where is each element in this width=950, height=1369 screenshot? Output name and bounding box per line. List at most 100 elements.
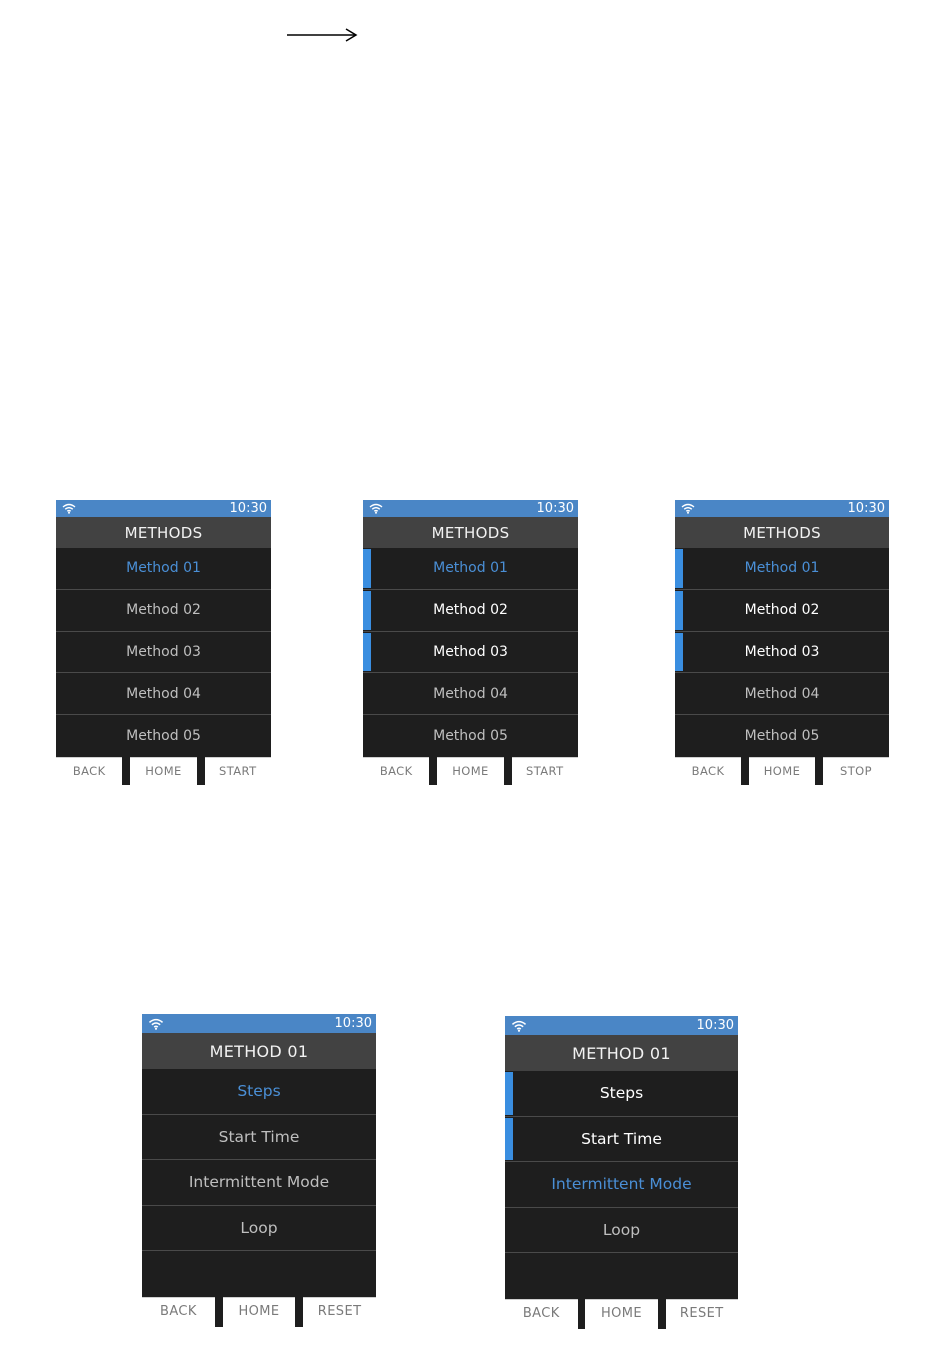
softkey-divider [429, 756, 438, 785]
softkey-divider [577, 1298, 586, 1329]
method-list: Method 01 Method 02 Method 03 Method 04 … [56, 548, 271, 757]
softkey-bar: BACK HOME STOP [675, 756, 890, 785]
selection-marker [505, 1117, 513, 1161]
screen-title: METHODS [675, 517, 889, 548]
list-item-label: Method 02 [744, 602, 820, 619]
list-item-label: Intermittent Mode [551, 1175, 692, 1194]
softkey-divider [503, 756, 512, 785]
list-item-method-03[interactable]: Method 03 [56, 632, 271, 674]
selection-marker [675, 632, 683, 672]
device-screen-method-01-b: 10:30 METHOD 01 Steps Start Time Intermi… [505, 1016, 739, 1329]
selection-marker [505, 1072, 513, 1115]
list-item-label: Method 02 [433, 602, 508, 619]
list-item-intermittent-mode[interactable]: Intermittent Mode [142, 1160, 376, 1206]
list-item-label: Steps [237, 1082, 281, 1101]
list-item-label: Method 03 [126, 643, 201, 660]
list-item-method-02[interactable]: Method 02 [363, 590, 578, 632]
device-screen-methods-3: 10:30 METHODS Method 01 Method 02 Method… [675, 500, 890, 785]
softkey-divider [295, 1296, 304, 1327]
clock: 10:30 [536, 501, 574, 516]
list-item-steps[interactable]: Steps [505, 1071, 738, 1117]
list-item-label: Start Time [581, 1129, 662, 1148]
wifi-icon [148, 1018, 164, 1030]
list-item-loop[interactable]: Loop [142, 1206, 376, 1252]
list-item-loop[interactable]: Loop [505, 1208, 738, 1254]
list-item-method-03[interactable]: Method 03 [363, 632, 578, 674]
option-list: Steps Start Time Intermittent Mode Loop [505, 1071, 738, 1299]
list-item-method-02[interactable]: Method 02 [56, 590, 271, 632]
list-item-method-05[interactable]: Method 05 [675, 715, 889, 757]
list-item-method-01[interactable]: Method 01 [363, 548, 578, 590]
back-button[interactable]: BACK [142, 1296, 215, 1327]
list-item-method-01[interactable]: Method 01 [56, 548, 271, 590]
list-item-method-05[interactable]: Method 05 [363, 715, 578, 757]
softkey-divider [657, 1298, 666, 1329]
back-button[interactable]: BACK [56, 756, 123, 785]
list-item-method-05[interactable]: Method 05 [56, 715, 271, 757]
softkey-divider [196, 756, 205, 785]
list-item-method-04[interactable]: Method 04 [56, 673, 271, 716]
list-item-method-01[interactable]: Method 01 [675, 548, 889, 590]
list-item-steps[interactable]: Steps [142, 1069, 376, 1115]
list-item-label: Intermittent Mode [188, 1173, 330, 1192]
list-item-method-04[interactable]: Method 04 [675, 673, 889, 716]
device-screen-method-01-a: 10:30 METHOD 01 Steps Start Time Intermi… [142, 1014, 377, 1327]
device-screen-methods-1: 10:30 METHODS Method 01 Method 02 Method… [56, 500, 271, 785]
status-bar: 10:30 [363, 500, 578, 517]
list-item-method-04[interactable]: Method 04 [363, 673, 578, 716]
list-item-label: Method 03 [744, 643, 820, 660]
method-list: Method 01 Method 02 Method 03 Method 04 … [363, 548, 578, 757]
list-item-label: Method 05 [744, 728, 820, 745]
status-bar: 10:30 [56, 500, 271, 517]
softkey-bar: BACK HOME RESET [505, 1298, 739, 1329]
list-item-label: Loop [240, 1219, 278, 1238]
list-item-label: Method 01 [744, 560, 820, 577]
screen-title: METHODS [363, 517, 578, 548]
back-button[interactable]: BACK [505, 1298, 578, 1329]
softkey-divider [741, 756, 749, 785]
status-bar: 10:30 [142, 1014, 376, 1033]
start-button[interactable]: START [511, 756, 578, 785]
list-item-intermittent-mode[interactable]: Intermittent Mode [505, 1162, 738, 1208]
home-button[interactable]: HOME [748, 756, 816, 785]
list-item-method-03[interactable]: Method 03 [675, 632, 889, 674]
back-button[interactable]: BACK [363, 756, 430, 785]
list-item-label: Loop [602, 1221, 641, 1240]
stop-button[interactable]: STOP [822, 756, 890, 785]
back-button[interactable]: BACK [675, 756, 742, 785]
list-item-start-time[interactable]: Start Time [142, 1115, 376, 1161]
list-item-label: Method 04 [744, 685, 820, 702]
selection-marker [363, 632, 371, 672]
clock: 10:30 [334, 1016, 372, 1031]
selection-marker [363, 590, 371, 630]
softkey-divider [815, 756, 823, 785]
list-item-label: Method 01 [433, 560, 508, 577]
reset-button[interactable]: RESET [303, 1296, 377, 1327]
home-button[interactable]: HOME [222, 1296, 296, 1327]
selection-marker [675, 549, 683, 588]
list-item-empty [505, 1253, 738, 1299]
wifi-icon [511, 1020, 527, 1032]
clock: 10:30 [696, 1018, 734, 1033]
softkey-bar: BACK HOME START [363, 756, 578, 785]
clock: 10:30 [847, 501, 885, 516]
list-item-label: Method 05 [126, 728, 201, 745]
home-button[interactable]: HOME [585, 1298, 658, 1329]
clock: 10:30 [229, 501, 267, 516]
home-button[interactable]: HOME [130, 756, 197, 785]
list-item-label: Method 04 [433, 685, 508, 702]
list-item-label: Method 02 [126, 602, 201, 619]
list-item-start-time[interactable]: Start Time [505, 1117, 738, 1163]
start-button[interactable]: START [204, 756, 271, 785]
reset-button[interactable]: RESET [665, 1298, 739, 1329]
list-item-method-02[interactable]: Method 02 [675, 590, 889, 632]
softkey-bar: BACK HOME START [56, 756, 271, 785]
status-bar: 10:30 [505, 1016, 738, 1035]
selection-marker [363, 549, 371, 588]
list-item-label: Method 03 [433, 643, 508, 660]
list-item-empty [142, 1251, 376, 1297]
list-item-label: Method 01 [126, 560, 201, 577]
softkey-divider [214, 1296, 223, 1327]
status-bar: 10:30 [675, 500, 889, 517]
home-button[interactable]: HOME [437, 756, 504, 785]
